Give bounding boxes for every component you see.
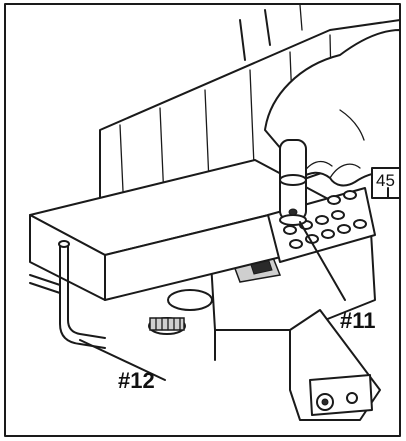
figure-border <box>4 3 401 437</box>
callout-part-12: #12 <box>118 368 155 393</box>
scale-label: 45 <box>376 171 395 190</box>
l-rod-part-12 <box>29 240 106 349</box>
leader-line-11 <box>299 221 346 301</box>
leader-line-12 <box>79 339 166 381</box>
mounting-bracket <box>289 309 381 421</box>
adjustment-knob <box>148 289 213 335</box>
angle-scale: 45 <box>371 167 401 199</box>
callout-part-11: #11 <box>340 308 376 333</box>
hand-with-peg <box>264 29 401 226</box>
